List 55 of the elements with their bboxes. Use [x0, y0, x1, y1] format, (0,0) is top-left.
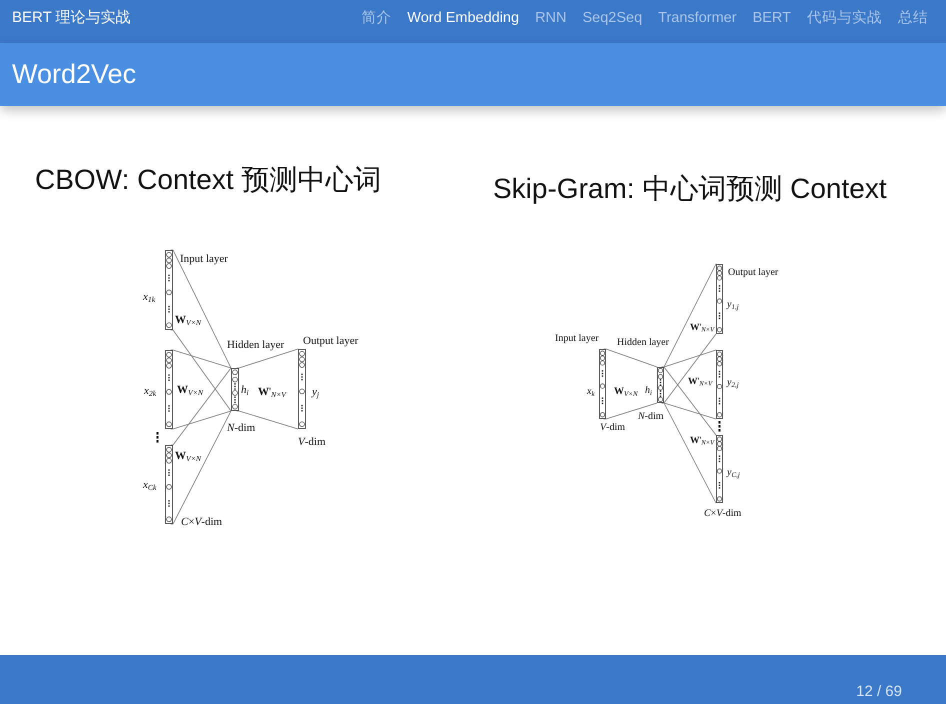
neuron-column	[657, 367, 664, 403]
layer-label: Input layer	[180, 253, 228, 266]
layer-label: Output layer	[728, 267, 778, 278]
weight-matrix-label: W$_{V×N}$	[175, 314, 202, 326]
vector-label: x$_{k}$	[587, 386, 595, 397]
nav-link: RNN	[535, 9, 566, 27]
presentation-title: BERT 理论与实战	[12, 9, 131, 27]
neuron-column	[298, 349, 306, 429]
layer-label: Hidden layer	[617, 337, 669, 348]
dimension-label: C×V-dim	[704, 508, 742, 519]
weight-matrix-label: W'$_{N×V}$	[690, 436, 714, 446]
section-heading: CBOW: Context 预测中心词	[35, 163, 382, 197]
vector-label: x$_{1k}$	[143, 291, 156, 304]
weight-matrix-label: W'$_{N×V}$	[258, 386, 286, 398]
neuron-column	[165, 250, 173, 330]
nav-link: 代码与实战	[807, 9, 882, 27]
dimension-label: C×V-dim	[181, 516, 222, 528]
dimension-label: N-dim	[638, 411, 664, 422]
neuron-column	[599, 349, 606, 419]
nav-link: Seq2Seq	[582, 9, 642, 27]
section-heading: Skip-Gram: 中心词预测 Context	[493, 172, 887, 206]
vector-label: h$_{i}$	[241, 384, 249, 396]
nav-link: 简介	[361, 9, 392, 27]
layer-label: Input layer	[555, 333, 599, 344]
layer-label: Hidden layer	[227, 339, 284, 352]
dimension-label: V-dim	[298, 436, 326, 448]
nav-link: Transformer	[658, 9, 737, 27]
nav-link: BERT	[752, 9, 791, 27]
vector-label: x$_{Ck}$	[143, 479, 156, 492]
neuron-column	[165, 445, 173, 524]
nav-link: Word Embedding	[407, 9, 520, 27]
vector-label: x$_{2k}$	[144, 385, 156, 398]
page-number: 12 / 69	[856, 683, 902, 701]
neuron-column	[716, 350, 723, 419]
neuron-column	[716, 264, 723, 334]
connector-lines	[662, 366, 716, 504]
weight-matrix-label: W'$_{N×V}$	[690, 323, 714, 334]
weight-matrix-label: W'$_{N×V}$	[688, 377, 712, 388]
dimension-label: V-dim	[600, 422, 625, 433]
vector-label: h$_{i}$	[645, 385, 652, 396]
dimension-label: N-dim	[227, 422, 256, 434]
weight-matrix-label: W$_{V×N}$	[175, 450, 202, 462]
weight-matrix-label: W$_{V×N}$	[177, 384, 204, 396]
vector-label: y$_{2,j}$	[727, 377, 739, 388]
connector-lines	[662, 264, 716, 404]
vector-label: y$_{C,j}$	[727, 467, 740, 478]
weight-matrix-label: W$_{V×N}$	[614, 386, 638, 397]
neuron-column	[231, 368, 239, 411]
neuron-column	[716, 435, 723, 503]
vector-label: y$_{j}$	[312, 386, 320, 398]
nav-link: 总结	[898, 9, 928, 27]
layer-label: Output layer	[303, 335, 358, 348]
vector-label: y$_{1,j}$	[727, 299, 739, 310]
neuron-column	[165, 350, 173, 429]
slide-title: Word2Vec	[12, 58, 136, 90]
